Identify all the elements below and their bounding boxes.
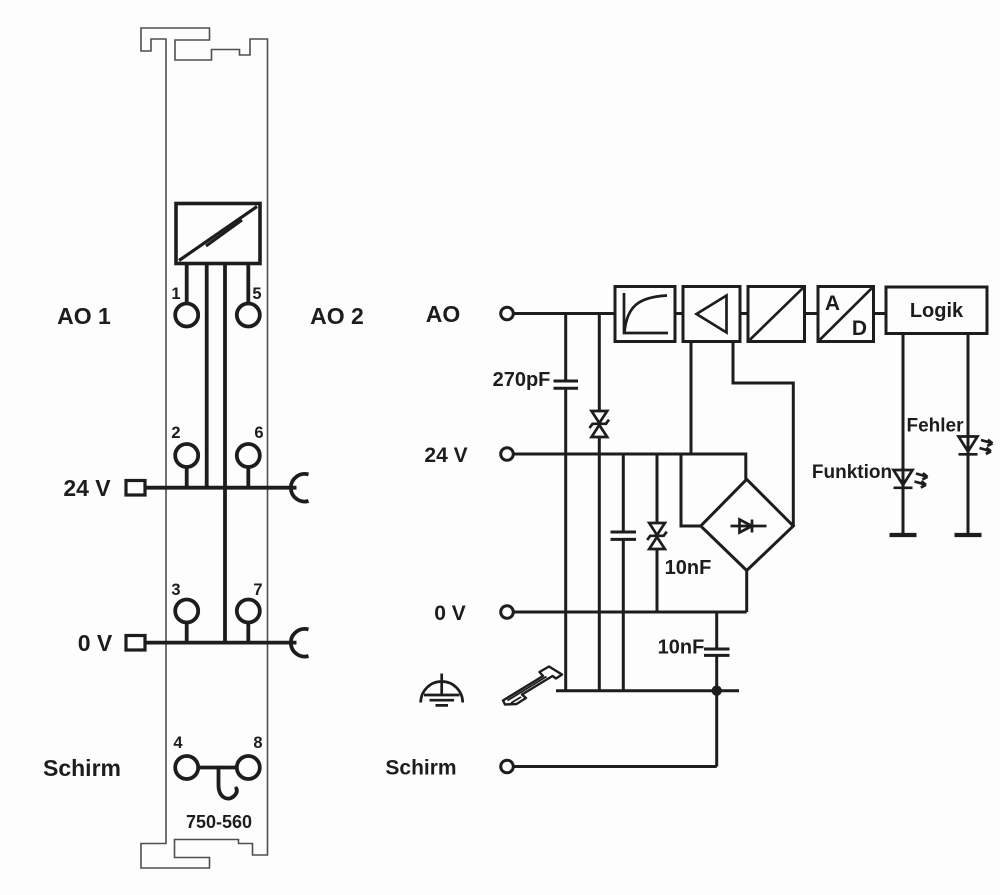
dac-symbol [174, 201, 262, 266]
label-schem-schirm: Schirm [385, 757, 456, 780]
24v-line [513, 452, 748, 480]
ad-label-a: A [825, 292, 840, 315]
branch-suppressor-1 [588, 313, 611, 691]
diagonal-icon [818, 287, 873, 341]
0v-node [499, 604, 515, 620]
branch-10nf-upper [610, 454, 636, 691]
amplifier-block [681, 285, 742, 343]
capacitor-10nf-icon [610, 530, 636, 541]
led-function-icon [891, 468, 929, 490]
branch-10nf-lower [704, 612, 730, 767]
terminal-6 [234, 442, 262, 469]
label-10nf-upper: 10nF [665, 557, 712, 579]
label-part-number: 750-560 [186, 812, 252, 832]
label-schem-ao: AO [426, 301, 461, 327]
ao-node [499, 305, 515, 322]
0v-contact-icon [124, 633, 147, 652]
terminal-7 [234, 597, 262, 625]
led-error-icon [956, 435, 994, 456]
terminal-number-3: 3 [171, 581, 180, 599]
label-fehler: Fehler [906, 416, 964, 437]
terminal-3 [173, 597, 201, 625]
label-schem-0v: 0 V [434, 602, 466, 625]
amplifier-triangle-icon [693, 293, 728, 335]
filter-curve-icon [623, 294, 668, 333]
branch-suppressor-2 [646, 454, 668, 612]
label-module-0v: 0 V [78, 630, 113, 656]
24v-node [499, 446, 515, 462]
24v-contact-icon [124, 478, 147, 497]
diagonal-icon [748, 287, 804, 341]
amp-supply-right [731, 341, 795, 526]
ad-converter-block: A D [816, 285, 875, 343]
diode-icon [730, 517, 767, 535]
terminal-4 [173, 754, 201, 781]
shield-hook-icon [216, 765, 239, 801]
24v-jumper-contact-icon [289, 472, 310, 504]
terminal-number-1: 1 [171, 285, 180, 303]
branch-270pf [553, 313, 578, 691]
shield-bar [198, 765, 239, 801]
terminal-1 [173, 301, 201, 329]
din-rail-icon [501, 665, 564, 706]
io-module: AO 1 AO 2 24 V 0 V Schirm 750-560 1 5 2 … [43, 27, 364, 869]
24v-rail [124, 472, 310, 504]
terminal-2 [173, 442, 201, 469]
bridge-rectifier [698, 477, 796, 612]
terminal-number-7: 7 [253, 581, 262, 599]
terminal-number-8: 8 [253, 734, 262, 752]
label-module-schirm: Schirm [43, 755, 121, 781]
label-schem-24v: 24 V [424, 444, 467, 467]
label-ao2: AO 2 [310, 303, 364, 329]
filter-curve-icon [622, 293, 668, 335]
label-270pf: 270pF [493, 369, 551, 391]
converter-block [746, 285, 806, 343]
capacitor-10nf-icon [704, 647, 730, 657]
0v-jumper-contact-icon [289, 627, 310, 659]
ad-label-d: D [852, 317, 867, 340]
label-10nf-lower: 10nF [658, 637, 705, 659]
internal-schematic: A D Logik [385, 285, 994, 780]
terminal-8 [234, 754, 262, 781]
led-error-branch [954, 333, 994, 538]
module-outline [140, 27, 269, 869]
label-funktion: Funktion [812, 462, 892, 483]
terminal-5 [234, 301, 262, 329]
suppressor-diode-icon [588, 409, 611, 439]
logic-block: Logik [884, 285, 989, 335]
terminal-number-6: 6 [254, 424, 263, 442]
terminal-number-5: 5 [252, 285, 261, 303]
label-module-24v: 24 V [63, 475, 111, 501]
0v-rail [124, 627, 310, 659]
logic-label: Logik [910, 300, 964, 322]
filter-block [613, 285, 677, 343]
suppressor-diode-icon [646, 521, 668, 551]
shield-node [499, 758, 515, 775]
capacitor-270pf-icon [553, 379, 578, 390]
label-ao1: AO 1 [57, 303, 111, 329]
functional-earth-icon [419, 673, 465, 707]
terminal-number-4: 4 [173, 734, 183, 752]
terminal-number-2: 2 [171, 424, 180, 442]
led-function-branch [889, 333, 929, 538]
24v-to-bridge-left [679, 454, 701, 528]
